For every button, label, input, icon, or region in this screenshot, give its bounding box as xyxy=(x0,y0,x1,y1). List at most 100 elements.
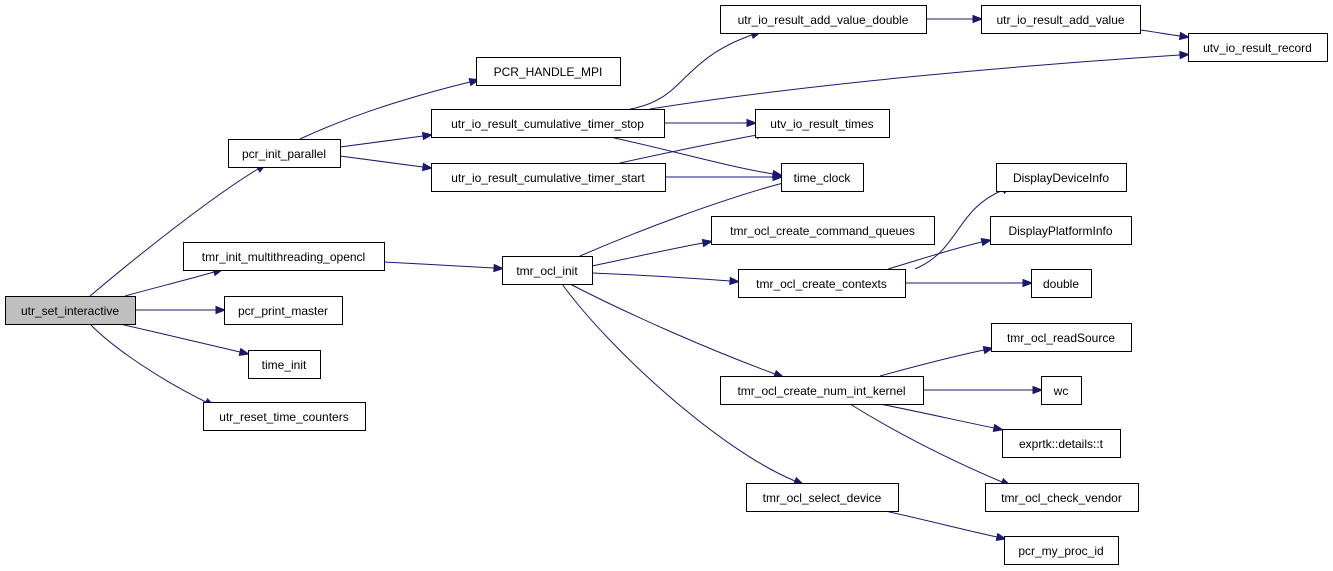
node-box[interactable] xyxy=(781,163,864,192)
edge-utr-io-result-cumulative-timer-start-to-time-clock xyxy=(665,172,784,182)
arrowhead-icon xyxy=(746,118,758,128)
node-pcr-my-proc-id[interactable]: pcr_my_proc_id xyxy=(1004,536,1119,565)
node-double[interactable]: double xyxy=(1031,269,1092,298)
node-label: pcr_my_proc_id xyxy=(1018,544,1103,558)
node-box[interactable] xyxy=(991,323,1132,352)
node-label: exprtk::details::t xyxy=(1019,437,1104,451)
node-tmr-ocl-create-contexts[interactable]: tmr_ocl_create_contexts xyxy=(738,269,906,298)
node-tmr-ocl-init[interactable]: tmr_ocl_init xyxy=(502,256,593,285)
edge-tmr-ocl-create-num-int-kernel-to-tmr-ocl-readsource xyxy=(879,345,995,377)
edge-utr-io-result-cumulative-timer-stop-to-utr-io-result-add-value-double xyxy=(629,31,762,110)
node-utv-io-result-record[interactable]: utv_io_result_record xyxy=(1188,33,1328,62)
edge-utr-set-interactive-to-time-init xyxy=(119,323,251,357)
edge-line xyxy=(383,261,495,269)
node-label: DisplayPlatformInfo xyxy=(1008,224,1112,238)
edge-line xyxy=(591,272,731,282)
edge-line xyxy=(629,34,753,110)
node-utr-io-result-add-value-double[interactable]: utr_io_result_add_value_double xyxy=(720,5,927,34)
edge-tmr-ocl-init-to-tmr-ocl-create-contexts xyxy=(591,272,741,286)
node-pcr-init-parallel[interactable]: pcr_init_parallel xyxy=(228,139,341,168)
node-box[interactable] xyxy=(738,269,906,298)
node-box[interactable] xyxy=(996,163,1127,192)
edge-line xyxy=(1139,29,1181,37)
node-utr-reset-time-counters[interactable]: utr_reset_time_counters xyxy=(203,402,366,431)
node-tmr-ocl-create-num-int-kernel[interactable]: tmr_ocl_create_num_int_kernel xyxy=(720,376,924,405)
node-box[interactable] xyxy=(431,109,665,138)
node-box[interactable] xyxy=(981,5,1141,34)
arrowhead-icon xyxy=(982,345,995,355)
node-box[interactable] xyxy=(228,139,341,168)
edge-tmr-ocl-create-contexts-to-displayplatforminfo xyxy=(887,237,993,270)
arrowhead-icon xyxy=(493,263,505,273)
node-box[interactable] xyxy=(720,5,927,34)
node-box[interactable] xyxy=(720,376,924,405)
node-tmr-ocl-select-device[interactable]: tmr_ocl_select_device xyxy=(746,483,899,512)
node-utr-io-result-cumulative-timer-stop[interactable]: utr_io_result_cumulative_timer_stop xyxy=(431,109,665,138)
edge-line xyxy=(914,189,1004,270)
node-box[interactable] xyxy=(502,256,593,285)
node-time-init[interactable]: time_init xyxy=(248,350,321,379)
node-box[interactable] xyxy=(183,242,385,271)
node-label: tmr_init_multithreading_opencl xyxy=(202,250,365,264)
node-utr-set-interactive[interactable]: utr_set_interactive xyxy=(5,296,136,325)
node-exprtk-details-t[interactable]: exprtk::details::t xyxy=(1002,429,1121,458)
edge-line xyxy=(609,136,774,175)
arrowhead-icon xyxy=(995,532,1008,542)
node-box[interactable] xyxy=(746,483,899,512)
node-displaydeviceinfo[interactable]: DisplayDeviceInfo xyxy=(996,163,1127,192)
node-label: pcr_print_master xyxy=(238,304,328,318)
node-box[interactable] xyxy=(1041,376,1082,405)
node-box[interactable] xyxy=(203,402,366,431)
node-box[interactable] xyxy=(431,163,666,192)
node-box[interactable] xyxy=(224,296,343,325)
node-tmr-init-multithreading-opencl[interactable]: tmr_init_multithreading_opencl xyxy=(183,242,385,271)
edge-line xyxy=(887,241,983,270)
edge-line xyxy=(299,81,471,140)
arrowhead-icon xyxy=(1032,385,1044,395)
node-label: tmr_ocl_check_vendor xyxy=(1001,491,1122,505)
node-label: utr_set_interactive xyxy=(21,304,119,318)
edge-tmr-ocl-init-to-tmr-ocl-create-command-queues xyxy=(591,238,714,267)
edge-utr-io-result-cumulative-timer-stop-to-utv-io-result-record xyxy=(649,50,1191,110)
edge-line xyxy=(879,403,995,429)
edge-tmr-ocl-create-num-int-kernel-to-wc xyxy=(923,385,1044,395)
arrowhead-icon xyxy=(972,14,984,24)
node-label: utr_io_result_cumulative_timer_start xyxy=(451,171,645,185)
node-box[interactable] xyxy=(711,216,935,245)
node-label: PCR_HANDLE_MPI xyxy=(494,65,603,79)
node-box[interactable] xyxy=(1031,269,1092,298)
node-tmr-ocl-create-command-queues[interactable]: tmr_ocl_create_command_queues xyxy=(711,216,935,245)
node-wc[interactable]: wc xyxy=(1041,376,1082,405)
node-box[interactable] xyxy=(1188,33,1328,62)
node-utv-io-result-times[interactable]: utv_io_result_times xyxy=(755,109,890,138)
node-box[interactable] xyxy=(755,109,890,138)
node-pcr-handle-mpi[interactable]: PCR_HANDLE_MPI xyxy=(476,57,621,86)
edge-line xyxy=(591,242,704,267)
node-box[interactable] xyxy=(985,483,1139,512)
node-utr-io-result-cumulative-timer-start[interactable]: utr_io_result_cumulative_timer_start xyxy=(431,163,666,192)
node-label: tmr_ocl_create_command_queues xyxy=(730,224,915,238)
node-box[interactable] xyxy=(476,57,621,86)
node-label: utr_io_result_add_value xyxy=(996,13,1124,27)
node-box[interactable] xyxy=(1002,429,1121,458)
arrowhead-icon xyxy=(992,423,1005,433)
node-utr-io-result-add-value[interactable]: utr_io_result_add_value xyxy=(981,5,1141,34)
node-time-clock[interactable]: time_clock xyxy=(781,163,864,192)
node-tmr-ocl-check-vendor[interactable]: tmr_ocl_check_vendor xyxy=(985,483,1139,512)
edge-line xyxy=(339,155,424,168)
node-displayplatforminfo[interactable]: DisplayPlatformInfo xyxy=(990,216,1132,245)
edge-line xyxy=(561,283,796,482)
node-box[interactable] xyxy=(1004,536,1119,565)
edge-utr-set-interactive-to-utr-reset-time-counters xyxy=(89,323,216,407)
edge-tmr-ocl-create-contexts-to-double xyxy=(905,278,1034,288)
node-box[interactable] xyxy=(248,350,321,379)
edge-tmr-ocl-create-num-int-kernel-to-tmr-ocl-check-vendor xyxy=(849,403,1012,487)
node-tmr-ocl-readsource[interactable]: tmr_ocl_readSource xyxy=(991,323,1132,352)
node-label: tmr_ocl_readSource xyxy=(1007,331,1115,345)
node-box[interactable] xyxy=(5,296,136,325)
edge-utr-io-result-add-value-to-utv-io-result-record xyxy=(1139,29,1191,41)
node-box[interactable] xyxy=(990,216,1132,245)
edge-line xyxy=(339,135,424,148)
node-label: tmr_ocl_create_num_int_kernel xyxy=(737,384,905,398)
node-pcr-print-master[interactable]: pcr_print_master xyxy=(224,296,343,325)
